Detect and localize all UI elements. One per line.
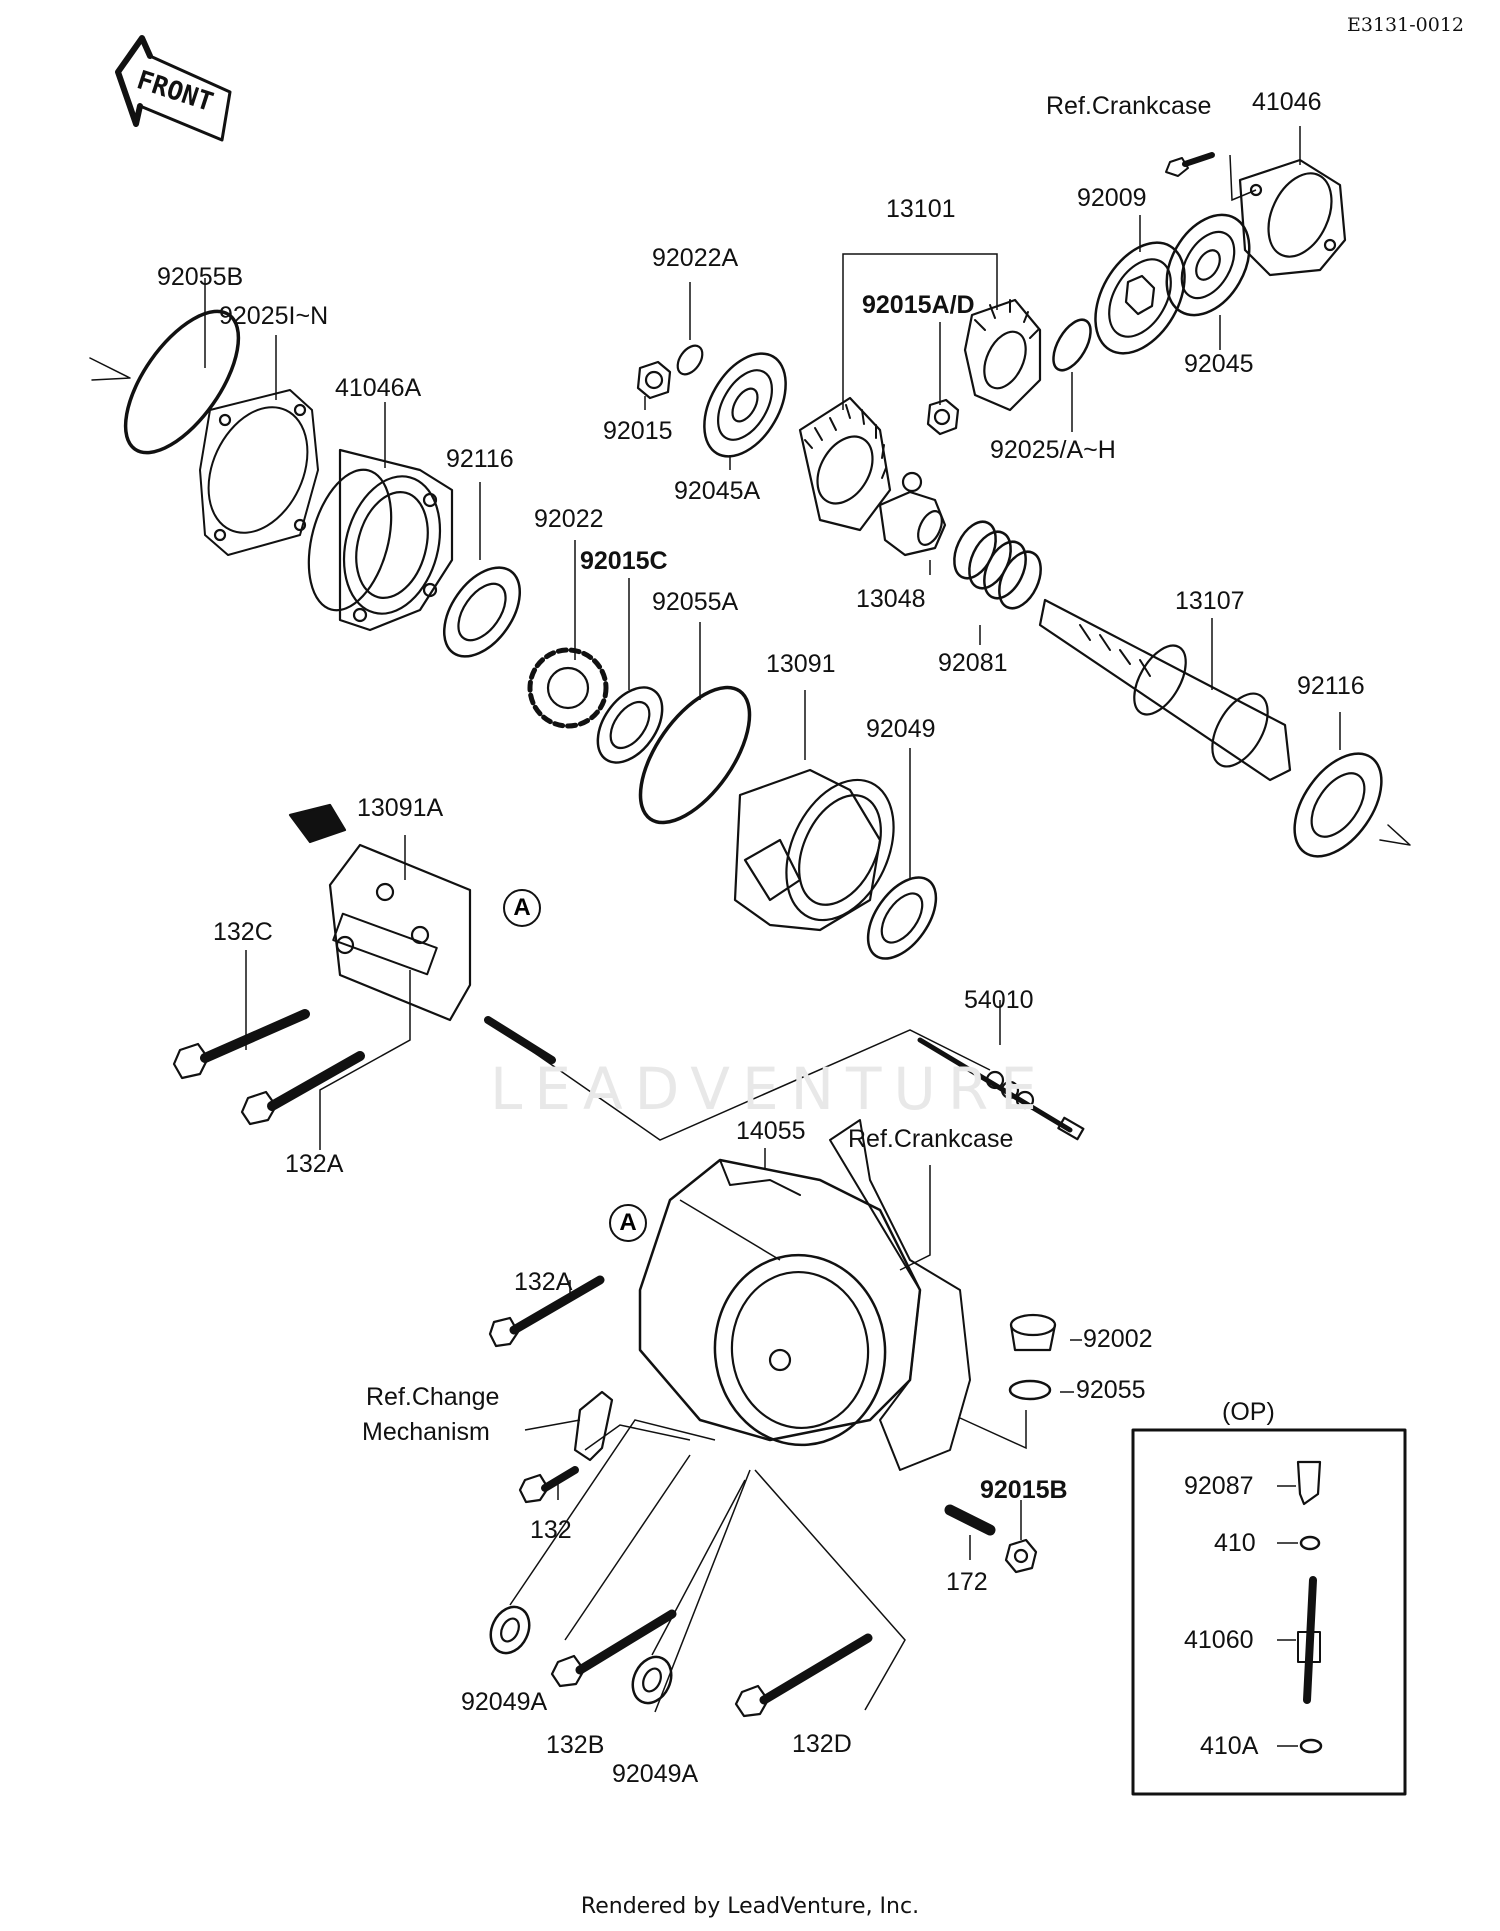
callout-a-upper: A <box>503 889 541 927</box>
label-13048: 13048 <box>856 585 926 613</box>
label-410: 410 <box>1214 1529 1256 1557</box>
label-41060: 41060 <box>1184 1626 1254 1654</box>
optional-parts-box <box>1133 1430 1405 1794</box>
bearing-92045 <box>1150 200 1266 330</box>
washer-92049a-mid <box>626 1651 679 1710</box>
shaft-13107 <box>1040 600 1290 780</box>
bearing-92045a <box>688 340 803 471</box>
label-92022: 92022 <box>534 505 604 533</box>
washer-92049a-left <box>484 1601 537 1660</box>
label-410a: 410A <box>1200 1732 1259 1760</box>
footer-credit: Rendered by LeadVenture, Inc. <box>580 1894 920 1919</box>
cable-54010 <box>488 1020 1083 1139</box>
label-92015b: 92015B <box>980 1476 1068 1504</box>
bolt-132c <box>174 1014 305 1078</box>
label-132a-upper: 132A <box>285 1150 344 1178</box>
gasket-92025 <box>189 390 326 555</box>
front-arrow-icon: FRONT <box>118 38 230 140</box>
callout-a-lower: A <box>609 1204 647 1242</box>
cover-41046 <box>1240 160 1345 275</box>
oil-seal-92116-left <box>429 554 536 670</box>
washer-92022a <box>673 341 708 379</box>
nut-92015ad <box>928 400 958 434</box>
label-ref-crankcase-top: Ref.Crankcase <box>1046 92 1212 120</box>
label-mechanism: Mechanism <box>362 1418 490 1446</box>
bevel-gear-13101-ring <box>965 300 1040 410</box>
shim-92025ah <box>1046 314 1098 376</box>
label-92045: 92045 <box>1184 350 1254 378</box>
label-92081: 92081 <box>938 649 1008 677</box>
label-132: 132 <box>530 1516 572 1544</box>
label-92025ah: 92025/A~H <box>990 436 1116 464</box>
o-ring-92055a <box>619 669 771 840</box>
label-132a-lower: 132A <box>514 1268 573 1296</box>
change-mechanism-bracket <box>575 1392 612 1460</box>
label-41046: 41046 <box>1252 88 1322 116</box>
label-92009: 92009 <box>1077 184 1147 212</box>
label-92055a: 92055A <box>652 588 739 616</box>
washer-410 <box>1301 1537 1319 1549</box>
housing-13091 <box>735 763 915 938</box>
nut-92015c <box>585 676 676 775</box>
label-92049a-mid: 92049A <box>612 1760 699 1788</box>
cam-13048 <box>880 473 947 555</box>
op-box-title: (OP) <box>1222 1398 1275 1426</box>
nut-92015 <box>638 362 670 398</box>
lock-washer-92022 <box>530 650 606 726</box>
label-132c: 132C <box>213 918 273 946</box>
label-92015ad: 92015A/D <box>862 291 975 319</box>
label-132b: 132B <box>546 1731 605 1759</box>
part-92087 <box>1298 1462 1320 1504</box>
label-92025in: 92025I~N <box>219 302 329 330</box>
bolt-41046 <box>1166 155 1212 176</box>
bolt-132a-lower <box>490 1280 600 1346</box>
plug-92002 <box>1011 1315 1055 1350</box>
oil-seal-92049 <box>854 865 949 970</box>
label-14055: 14055 <box>736 1117 806 1145</box>
label-ref-change: Ref.Change <box>366 1383 500 1411</box>
gear-case-14055 <box>640 1160 920 1452</box>
o-ring-92055b <box>104 293 260 471</box>
holder-92009 <box>1077 227 1203 369</box>
gear-41060 <box>1298 1580 1320 1700</box>
watermark: LEADVENTURE <box>490 1055 1049 1123</box>
oil-seal-92116-right <box>1277 738 1399 872</box>
label-92116-left: 92116 <box>446 445 514 473</box>
label-13101: 13101 <box>886 195 956 223</box>
label-41046a: 41046A <box>335 374 422 402</box>
label-172: 172 <box>946 1568 988 1596</box>
label-92045a: 92045A <box>674 477 761 505</box>
label-ref-crankcase-mid: Ref.Crankcase <box>848 1125 1014 1153</box>
label-92116-right: 92116 <box>1297 672 1365 700</box>
label-132d: 132D <box>792 1730 852 1758</box>
spring-92081 <box>946 515 1049 615</box>
washer-410a <box>1301 1740 1321 1752</box>
crankcase-gasket <box>830 1120 970 1470</box>
label-13091: 13091 <box>766 650 836 678</box>
bevel-gear-13101-pinion <box>800 398 890 530</box>
cover-13091a <box>290 805 470 1020</box>
label-92049a-left: 92049A <box>461 1688 548 1716</box>
stud-172 <box>950 1510 990 1530</box>
bolt-132 <box>520 1470 575 1502</box>
label-13091a: 13091A <box>357 794 444 822</box>
label-54010: 54010 <box>964 986 1034 1014</box>
label-92049: 92049 <box>866 715 936 743</box>
label-92015c: 92015C <box>580 547 668 575</box>
label-92055: 92055 <box>1076 1376 1146 1404</box>
drawing-code: E3131-0012 <box>1347 14 1464 36</box>
label-13107: 13107 <box>1175 587 1245 615</box>
label-92087: 92087 <box>1184 1472 1254 1500</box>
label-92022a: 92022A <box>652 244 739 272</box>
label-92055b: 92055B <box>157 263 244 291</box>
o-ring-92055 <box>1010 1381 1050 1399</box>
bolt-132a-upper <box>242 1056 360 1124</box>
cover-41046a <box>295 450 455 630</box>
nut-92015b <box>1006 1540 1036 1572</box>
bolt-132d <box>736 1638 868 1716</box>
bolt-132b <box>552 1614 672 1686</box>
label-92002: 92002 <box>1083 1325 1153 1353</box>
label-92015: 92015 <box>603 417 673 445</box>
